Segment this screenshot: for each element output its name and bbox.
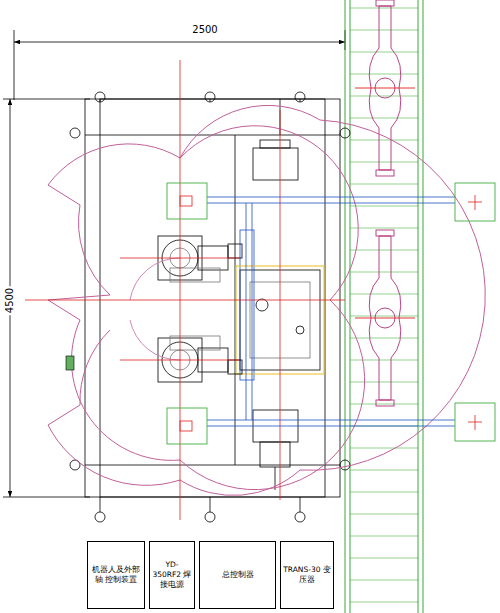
- roller: [350, 294, 418, 295]
- clamp-box: [167, 183, 495, 444]
- base-frame: [70, 92, 350, 522]
- box-label: 总控制器: [220, 570, 256, 580]
- cabling: [207, 197, 455, 426]
- leveling-foot: [205, 92, 215, 102]
- roller: [350, 492, 418, 493]
- leveling-foot: [205, 512, 215, 522]
- leveling-foot: [340, 460, 350, 470]
- leveling-foot: [95, 512, 105, 522]
- roller: [350, 470, 418, 471]
- roller: [350, 580, 418, 581]
- dimension-lines: [3, 30, 345, 497]
- roller: [350, 316, 418, 317]
- leveling-foot: [70, 460, 80, 470]
- leveling-foot: [95, 92, 105, 102]
- roller: [350, 448, 418, 449]
- equipment-box: 机器人及外部轴 控制装置: [87, 541, 145, 609]
- roller: [350, 602, 418, 603]
- conveyor: [345, 0, 423, 613]
- roller: [350, 140, 418, 141]
- box-label: 机器人及外部轴 控制装置: [88, 565, 144, 585]
- equipment-box: TRANS-30 变压器: [280, 541, 334, 609]
- clamp-mark: [180, 195, 482, 431]
- roller: [350, 184, 418, 185]
- leveling-foot: [295, 92, 305, 102]
- roller: [350, 338, 418, 339]
- box-label: TRANS-30 变压器: [281, 565, 333, 585]
- equipment-box: 总控制器: [199, 541, 276, 609]
- roller: [350, 558, 418, 559]
- operator-panel: [66, 356, 74, 370]
- equipment-box: YD-350RF2 焊接电源: [149, 541, 195, 609]
- roller: [350, 382, 418, 383]
- roller: [350, 272, 418, 273]
- leveling-foot: [70, 128, 80, 138]
- box-label: YD-350RF2 焊接电源: [150, 560, 194, 590]
- roller: [350, 8, 418, 9]
- roller: [350, 74, 418, 75]
- roller: [350, 536, 418, 537]
- leveling-foot: [295, 512, 305, 522]
- leveling-foot: [340, 128, 350, 138]
- roller: [350, 360, 418, 361]
- roller: [350, 514, 418, 515]
- dimension-label: 4500: [5, 285, 16, 314]
- roller: [350, 30, 418, 31]
- centre-lines: [25, 60, 345, 520]
- roller: [350, 206, 418, 207]
- roller: [350, 162, 418, 163]
- dimension-label: 2500: [190, 24, 219, 35]
- roller: [350, 52, 418, 53]
- roller: [350, 96, 418, 97]
- roller: [350, 118, 418, 119]
- roller: [350, 250, 418, 251]
- roller: [350, 404, 418, 405]
- work-envelope: [48, 105, 485, 495]
- roller: [350, 228, 418, 229]
